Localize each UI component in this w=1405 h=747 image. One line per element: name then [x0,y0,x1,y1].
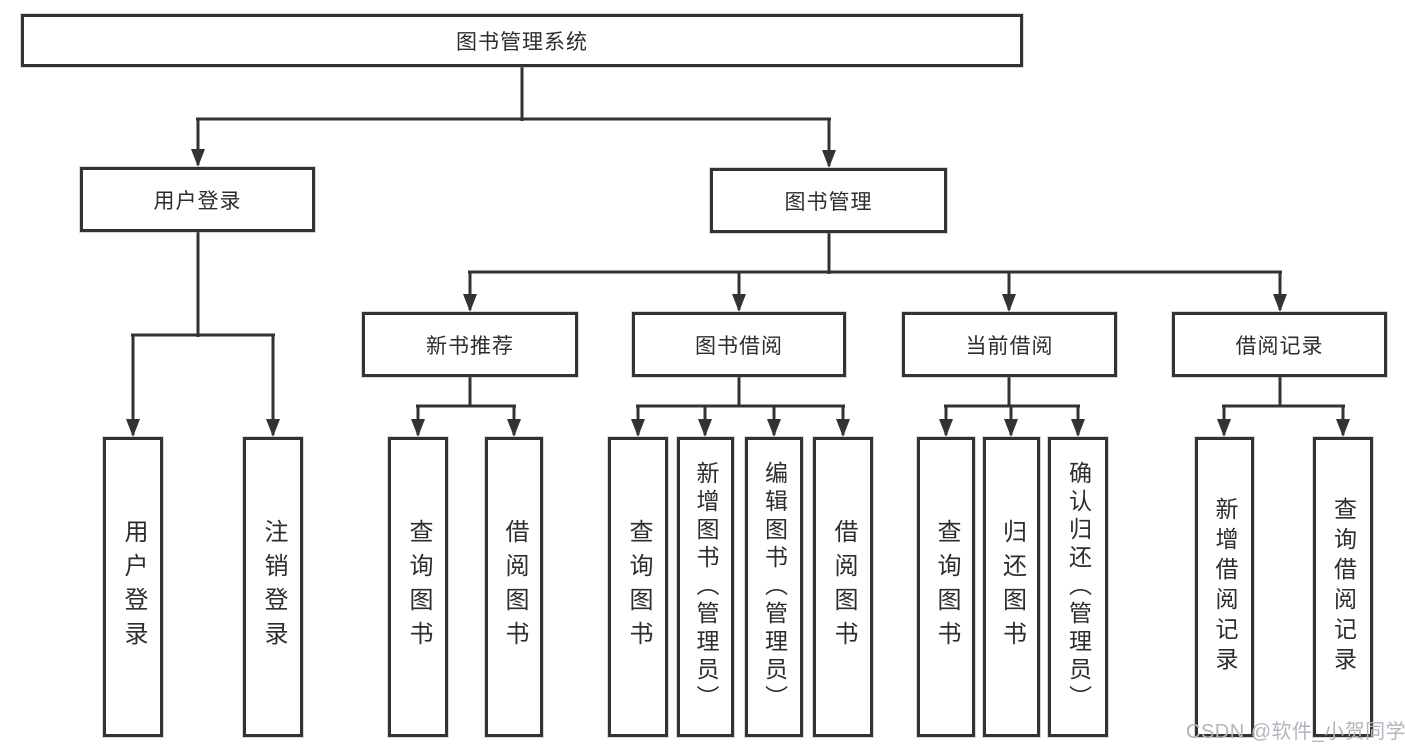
leaf-return-books-label: 归还图书 [998,519,1026,655]
leaf-add-borrow-record: 新增借阅记录 [1195,437,1254,737]
leaf-rec-borrow-books-label: 借阅图书 [501,519,528,655]
node-new-book-recommend: 新书推荐 [362,312,578,377]
leaf-add-books-admin-label: 新增图书（管理员） [693,461,719,713]
leaf-add-borrow-record-label: 新增借阅记录 [1212,497,1238,677]
leaf-user-login: 用户登录 [103,437,163,737]
node-root-label: 图书管理系统 [456,30,588,54]
leaf-edit-books-admin-label: 编辑图书（管理员） [761,461,788,713]
leaf-borrow-books-label: 借阅图书 [830,519,857,655]
leaf-borrow-books: 借阅图书 [813,437,873,737]
leaf-borrow-query-books-label: 查询图书 [625,519,652,655]
leaf-logout: 注销登录 [243,437,303,737]
leaf-query-borrow-record-label: 查询借阅记录 [1330,497,1357,677]
leaf-borrow-query-books: 查询图书 [608,437,668,737]
leaf-current-query-books: 查询图书 [917,437,975,737]
node-book-management-label: 图书管理 [784,190,873,214]
leaf-logout-label: 注销登录 [260,519,287,655]
leaf-user-login-label: 用户登录 [120,519,147,655]
leaf-confirm-return-admin: 确认归还（管理员） [1048,437,1108,737]
watermark: CSDN @软件_小贺同学 [1186,721,1405,743]
leaf-rec-query-books: 查询图书 [388,437,448,737]
node-user-login: 用户登录 [80,167,315,232]
node-current-borrow: 当前借阅 [902,312,1117,377]
leaf-query-borrow-record: 查询借阅记录 [1313,437,1373,737]
node-user-login-label: 用户登录 [153,189,242,213]
leaf-add-books-admin: 新增图书（管理员） [677,437,734,737]
node-borrow-records: 借阅记录 [1172,312,1387,377]
node-root: 图书管理系统 [21,14,1023,67]
node-borrow-records-label: 借阅记录 [1235,334,1324,358]
leaf-return-books: 归还图书 [983,437,1040,737]
node-book-borrow-label: 图书借阅 [695,334,783,358]
node-book-borrow: 图书借阅 [632,312,846,377]
node-new-book-recommend-label: 新书推荐 [426,334,514,358]
leaf-confirm-return-admin-label: 确认归还（管理员） [1065,461,1092,713]
leaf-rec-query-books-label: 查询图书 [405,519,432,655]
leaf-current-query-books-label: 查询图书 [933,519,960,655]
leaf-rec-borrow-books: 借阅图书 [485,437,543,737]
leaf-edit-books-admin: 编辑图书（管理员） [745,437,803,737]
node-book-management: 图书管理 [710,168,947,233]
node-current-borrow-label: 当前借阅 [965,334,1054,358]
